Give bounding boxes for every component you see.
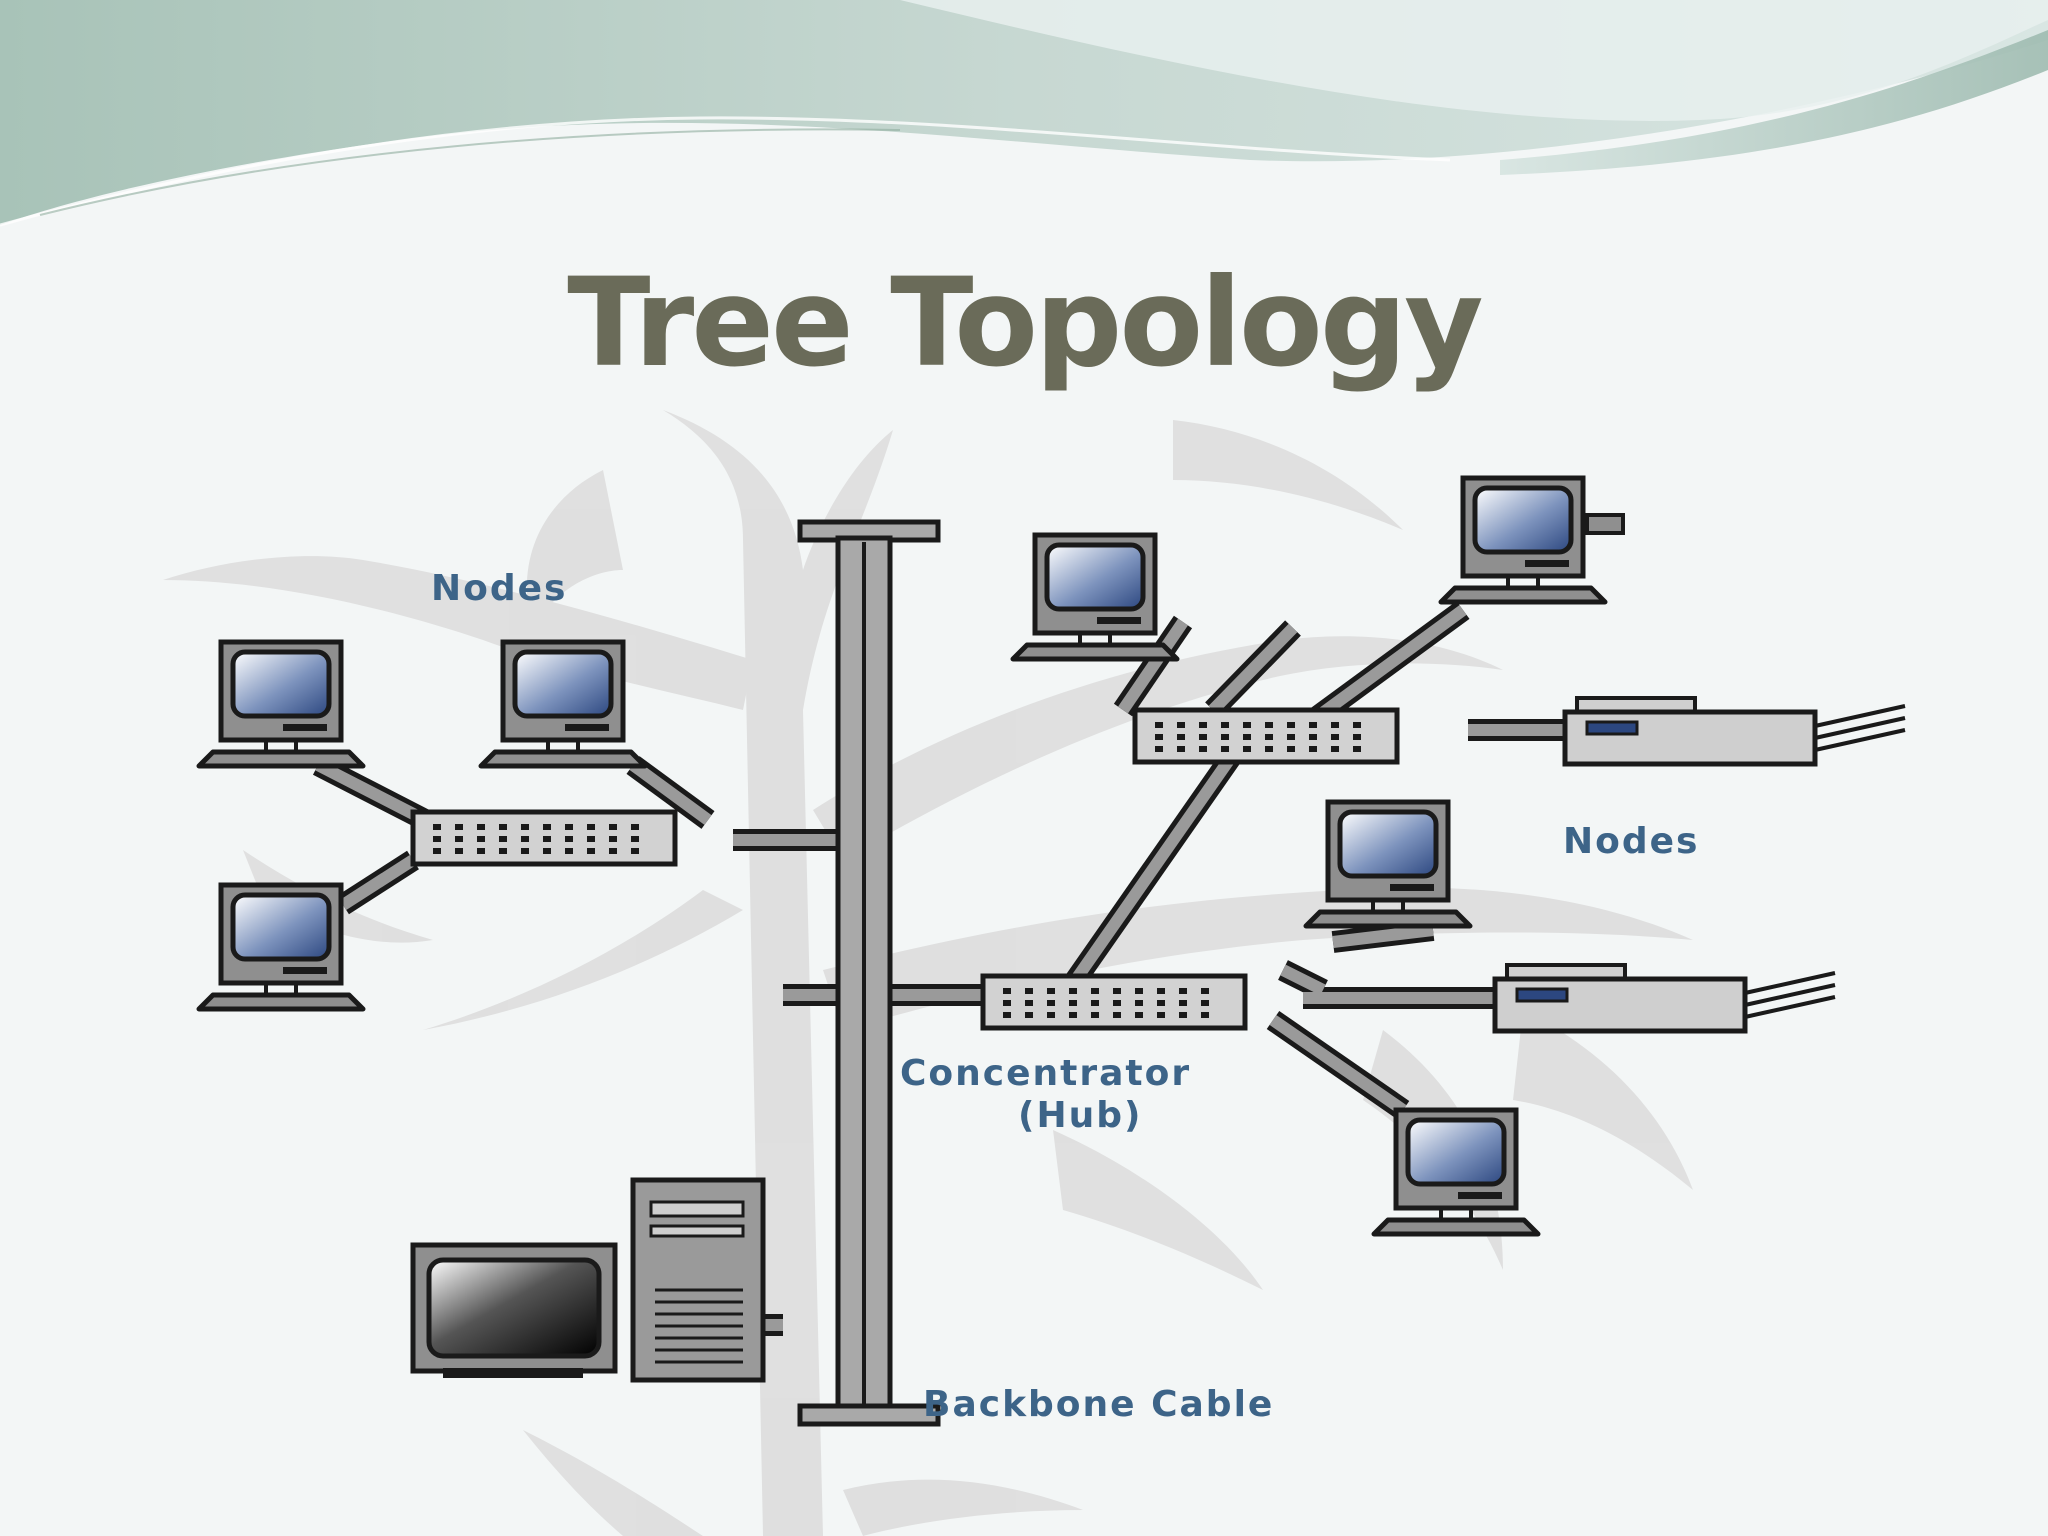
slide-title: Tree Topology [567,252,1483,394]
computer-icon [481,642,645,766]
backbone-cable [797,519,941,1427]
label-nodes-left: Nodes [431,568,567,609]
computer-icon [199,885,363,1009]
tree-silhouette [163,410,1693,1536]
printer-icon [1495,965,1835,1031]
computer-icon [1441,478,1605,602]
printer-icon [1565,698,1905,764]
computer-icon [1374,1110,1538,1234]
label-concentrator: Concentrator [900,1053,1191,1094]
computer-icon [1013,535,1177,659]
hub-icon [413,812,675,864]
label-nodes-right: Nodes [1563,821,1699,862]
label-hub: (Hub) [1018,1095,1142,1136]
header-wave-decoration [0,0,2048,240]
hub-icon [983,976,1245,1028]
computer-port [1585,513,1625,535]
hub-icon [1135,710,1397,762]
server-icon [410,1177,766,1383]
tree-topology-diagram: Nodes Nodes Concentrator (Hub) Backbone … [163,410,1945,1536]
label-backbone-cable: Backbone Cable [923,1384,1274,1425]
computer-icon [199,642,363,766]
cables-inner [315,605,1603,1331]
